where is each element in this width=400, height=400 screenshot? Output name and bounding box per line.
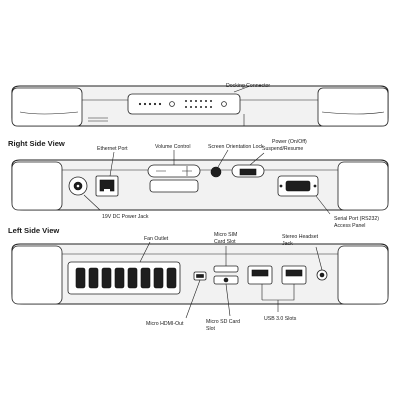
- docking-connector: [127, 93, 241, 115]
- screen-orientation-lock-label: Screen Orientation Lock: [208, 144, 264, 150]
- right-bumper: [317, 87, 389, 127]
- power-label-line1: Power (On/Off): [272, 139, 307, 145]
- right-side-chassis: [11, 159, 389, 211]
- fan-outlet-fins: [75, 267, 177, 289]
- left-left-bumper: [11, 245, 63, 305]
- serial-port-label-line1: Serial Port (RS232): [334, 216, 379, 222]
- fan-outlet-label: Fan Outlet: [144, 236, 169, 242]
- volume-control: [147, 164, 201, 178]
- left-right-bumper: [337, 245, 389, 305]
- micro-sd-label-line1: Micro SD Card: [206, 319, 240, 325]
- stereo-headset-label-line1: Stereo Headset: [282, 234, 319, 240]
- micro-sd-label-line2: Slot: [206, 326, 215, 332]
- volume-control-label: Volume Control: [155, 144, 190, 150]
- micro-hdmi-out-label: Micro HDMI-Out: [146, 321, 184, 327]
- right-side-view: Ethernet Port Volume Control Screen Orie…: [11, 139, 389, 229]
- usb-slots-label: USB 3.0 Slots: [264, 316, 297, 322]
- ethernet-port-label: Ethernet Port: [97, 146, 128, 152]
- right-left-bumper: [11, 161, 63, 211]
- micro-sim-label-line1: Micro SIM: [214, 232, 237, 238]
- top-vent: [88, 117, 108, 122]
- right-side-title: Right Side View: [8, 139, 65, 148]
- right-side-slot: [149, 179, 199, 193]
- left-bumper: [11, 87, 83, 127]
- serial-port-label-line2: Access Panel: [334, 223, 365, 229]
- docking-connector-pins: [138, 100, 227, 108]
- left-side-view: Fan Outlet Micro SIM Card Slot Stereo He…: [11, 232, 389, 332]
- left-side-title: Left Side View: [8, 226, 59, 235]
- dc-power-jack-label: 19V DC Power Jack: [102, 214, 149, 220]
- right-right-bumper: [337, 161, 389, 211]
- docking-connector-label: Docking Connector: [226, 83, 270, 89]
- power-label-line2: Suspend/Resume: [262, 146, 303, 152]
- stereo-headset-label-line2: Jack: [282, 241, 293, 247]
- top-view: Docking Connector: [11, 83, 389, 127]
- screen-orientation-lock: [210, 166, 222, 178]
- micro-sim-slot: [213, 265, 239, 273]
- micro-sim-label-line2: Card Slot: [214, 239, 236, 245]
